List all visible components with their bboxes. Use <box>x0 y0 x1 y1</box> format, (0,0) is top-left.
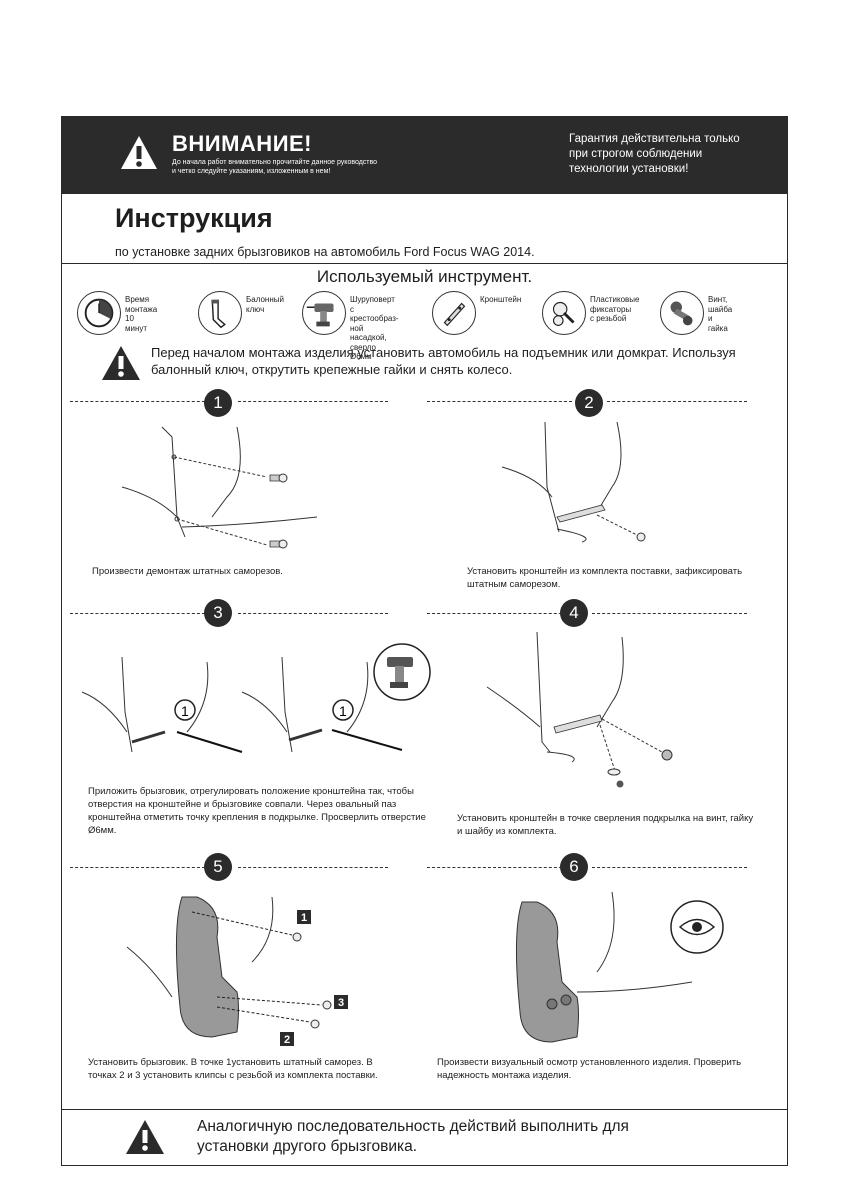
instruction-sheet: ВНИМАНИЕ! До начала работ внимательно пр… <box>61 116 788 1166</box>
step-number-2: 2 <box>575 389 603 417</box>
step-5-illustration: 1 3 2 <box>126 896 348 1046</box>
step-3-illustration: 1 1 <box>81 643 431 753</box>
warning-triangle-icon <box>121 136 157 169</box>
dashed-divider <box>238 867 388 868</box>
step-2-illustration <box>501 421 646 543</box>
tool-label: Винт, шайба и гайка <box>708 295 733 333</box>
dashed-divider <box>427 613 572 614</box>
tools-title: Используемый инструмент. <box>316 267 533 286</box>
step-4-illustration <box>486 631 673 788</box>
dashed-divider <box>238 613 388 614</box>
step-4-caption: Установить кронштейн в точке сверления п… <box>457 813 754 837</box>
warning-text: Перед началом монтажа изделия установить… <box>151 345 736 377</box>
dashed-divider <box>607 401 747 402</box>
warning-icon <box>126 1120 164 1154</box>
drill-icon <box>302 291 346 335</box>
tool-label: Шуруповерт с крестообраз- ной насадкой, … <box>350 295 399 361</box>
marker-1: 1 <box>181 703 189 719</box>
marker-1: 1 <box>339 703 347 719</box>
dashed-divider <box>70 613 205 614</box>
clock-icon <box>77 291 121 335</box>
tool-label: Время монтажа 10 минут <box>125 295 158 333</box>
step-5-caption: Установить брызговик. В точке 1установит… <box>88 1057 378 1081</box>
marker-3: 3 <box>338 997 344 1009</box>
clip-icon <box>542 291 586 335</box>
step-number-3: 3 <box>204 599 232 627</box>
step-3-caption: Приложить брызговик, отрегулировать поло… <box>88 786 426 836</box>
divider <box>62 263 787 264</box>
step-number-4: 4 <box>560 599 588 627</box>
step-6-caption: Произвести визуальный осмотр установленн… <box>437 1057 742 1081</box>
marker-2: 2 <box>284 1034 290 1046</box>
bracket-icon <box>432 291 476 335</box>
step-number-5: 5 <box>204 853 232 881</box>
step-1-caption: Произвести демонтаж штатных саморезов. <box>92 566 283 577</box>
dashed-divider <box>427 401 572 402</box>
marker-1: 1 <box>301 912 307 924</box>
wrench-icon <box>198 291 242 335</box>
dashed-divider <box>427 867 562 868</box>
warning-header: ВНИМАНИЕ! До начала работ внимательно пр… <box>62 117 787 194</box>
dashed-divider <box>70 867 205 868</box>
warranty-note: Гарантия действительна только при строго… <box>569 133 740 175</box>
step-number-6: 6 <box>560 853 588 881</box>
step-2-caption: Установить кронштейн из комплекта постав… <box>467 566 743 590</box>
step-1-illustration <box>121 426 318 549</box>
dashed-divider <box>592 867 747 868</box>
tool-label: Кронштейн <box>480 295 522 304</box>
divider <box>62 1109 787 1110</box>
header-subtitle: До начала работ внимательно прочитайте д… <box>172 159 378 175</box>
step-6-illustration <box>515 891 724 1043</box>
page-subtitle: по установке задних брызговиков на автом… <box>115 245 535 259</box>
footer-note: Аналогичную последовательность действий … <box>197 1118 629 1155</box>
tool-label: Пластиковые фиксаторы с резьбой <box>590 295 640 323</box>
dashed-divider <box>592 613 747 614</box>
dashed-divider <box>70 401 210 402</box>
warning-icon <box>102 346 140 380</box>
dashed-divider <box>238 401 388 402</box>
step-number-1: 1 <box>204 389 232 417</box>
page-title: Инструкция <box>115 203 273 233</box>
tool-label: Балонный ключ <box>246 295 284 314</box>
header-title: ВНИМАНИЕ! <box>172 131 313 156</box>
bolt-icon <box>660 291 704 335</box>
